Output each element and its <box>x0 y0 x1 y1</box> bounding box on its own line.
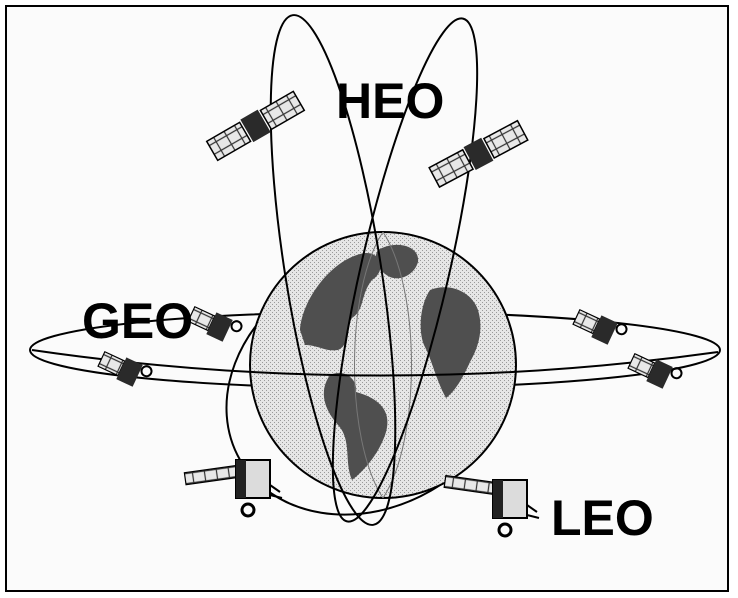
heo-label: HEO <box>336 73 444 129</box>
geo-label: GEO <box>82 293 193 349</box>
satellite-icon <box>428 119 529 189</box>
satellite-icon <box>206 90 306 163</box>
satellite-icon <box>96 347 153 391</box>
earth-globe <box>250 232 516 498</box>
satellite-icon <box>571 305 628 349</box>
satellite-icon <box>444 476 539 536</box>
satellite-icon <box>186 302 243 346</box>
satellite-icon <box>184 460 282 516</box>
leo-label: LEO <box>551 490 654 546</box>
satellite-icon <box>626 349 683 393</box>
